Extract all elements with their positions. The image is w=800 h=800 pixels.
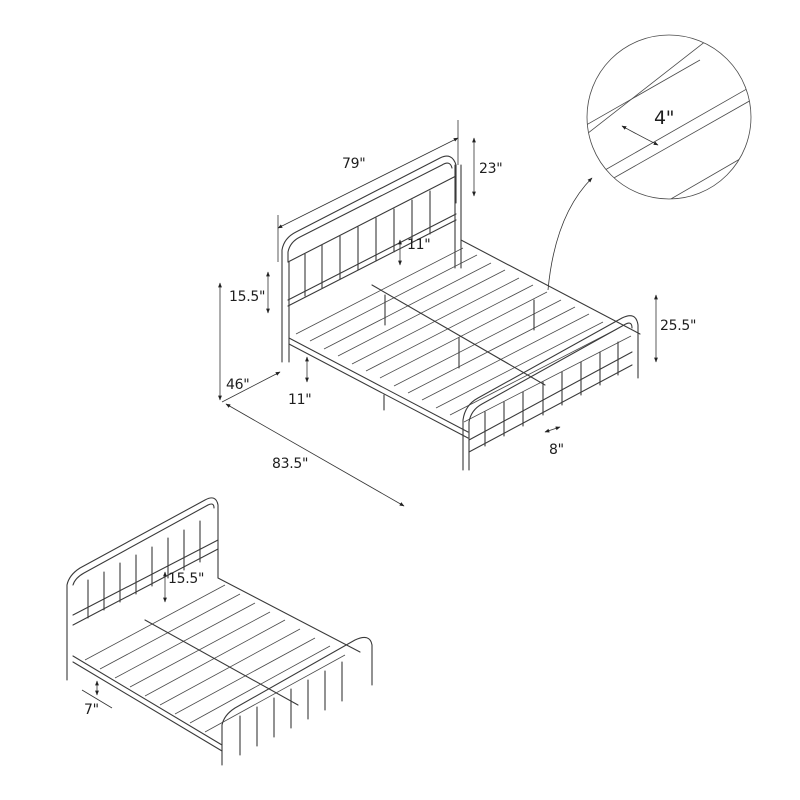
headboard-width-label: 79" (342, 156, 366, 172)
frame-length-label: 83.5" (272, 456, 309, 472)
main-dimension-lines (218, 120, 658, 507)
frame-width-label: 46" (226, 377, 250, 393)
rail-clearance-label: 11" (288, 392, 312, 408)
secondary-dimension-lines (81, 571, 167, 709)
footboard-spacing-label: 8" (549, 442, 564, 458)
headboard-to-rail-label: 11" (407, 237, 431, 253)
main-bed-drawing (281, 155, 641, 471)
headboard-panel-label: 15.5" (229, 289, 266, 305)
footboard-height-label: 25.5" (660, 318, 697, 334)
slat-spacing-label: 4" (654, 107, 675, 129)
secondary-bed-drawing (66, 497, 373, 766)
slat-detail-inset (547, 34, 752, 291)
secondary-headboard-panel-label: 15.5" (168, 571, 205, 587)
headboard-top-height-label: 23" (479, 161, 503, 177)
ground-clearance-label: 7" (84, 702, 99, 718)
